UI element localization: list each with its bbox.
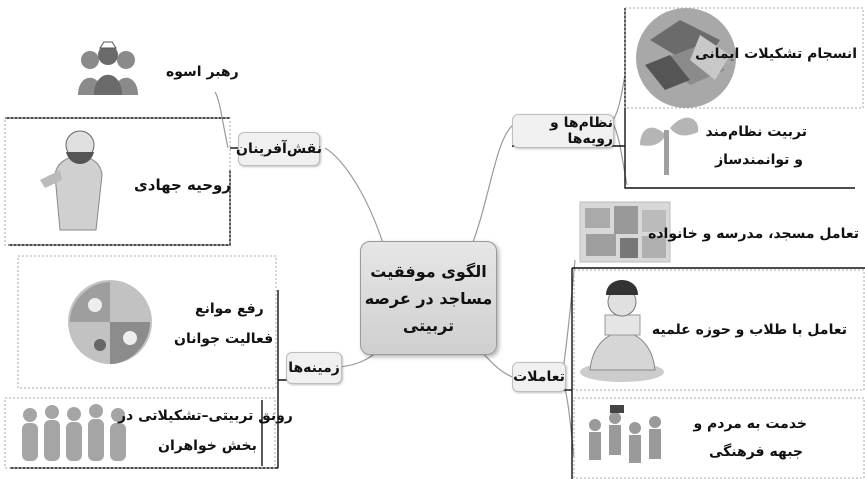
item-frames	[4, 7, 865, 479]
puzzle-people-icon	[68, 280, 152, 364]
crowd-icon	[589, 405, 661, 463]
fighter-icon	[40, 130, 103, 231]
branch-interactions[interactable]: تعاملات	[512, 362, 566, 392]
item-sisters-section-2: بخش خواهران	[158, 438, 257, 454]
girls-group-icon	[22, 404, 126, 461]
branch-grounds[interactable]: زمینه‌ها	[286, 352, 342, 384]
item-faith-organization: انسجام تشکیلات ایمانی	[695, 46, 857, 62]
item-jihadi-spirit: روحیه جهادی	[134, 176, 232, 194]
branch-systems-label: نظام‌ها و رویه‌ها	[550, 115, 613, 147]
item-seminary-students: تعامل با طلاب و حوزه علمیه	[651, 322, 847, 338]
item-remove-obstacles-1: رفع موانع	[195, 301, 264, 317]
collage-icon	[579, 201, 671, 263]
branch-interactions-label: تعاملات	[513, 369, 565, 385]
item-systematic-training-2: و توانمندساز	[715, 152, 803, 168]
branch-actors[interactable]: نقش‌آفرینان	[236, 132, 322, 166]
cleric-icon	[580, 280, 664, 382]
center-line-1: الگوی موفقیت	[370, 261, 487, 281]
branch-systems[interactable]: نظام‌ها و رویه‌ها	[512, 114, 614, 148]
center-node[interactable]: الگوی موفقیت مساجد در عرصه تربیتی	[360, 241, 497, 355]
sprout-icon	[640, 117, 699, 175]
branch-grounds-label: زمینه‌ها	[288, 360, 340, 376]
center-line-2: مساجد در عرصه	[364, 288, 493, 308]
leader-icon	[78, 41, 138, 95]
item-mosque-school-family: تعامل مسجد، مدرسه و خانواده	[648, 226, 859, 242]
item-remove-obstacles-2: فعالیت جوانان	[174, 331, 274, 347]
center-line-3: تربیتی	[402, 315, 455, 335]
item-serve-people-1: خدمت به مردم و	[693, 416, 807, 432]
item-serve-people-2: جبهه فرهنگی	[708, 444, 803, 460]
handshake-puzzle-icon	[636, 8, 736, 108]
branch-actors-label: نقش‌آفرینان	[236, 141, 322, 157]
item-role-model-leader: رهبر اسوه	[166, 64, 239, 80]
item-sisters-section-1: رونق تربیتی–تشکیلاتی در	[118, 408, 293, 424]
item-systematic-training-1: تربیت نظام‌مند	[705, 124, 807, 140]
